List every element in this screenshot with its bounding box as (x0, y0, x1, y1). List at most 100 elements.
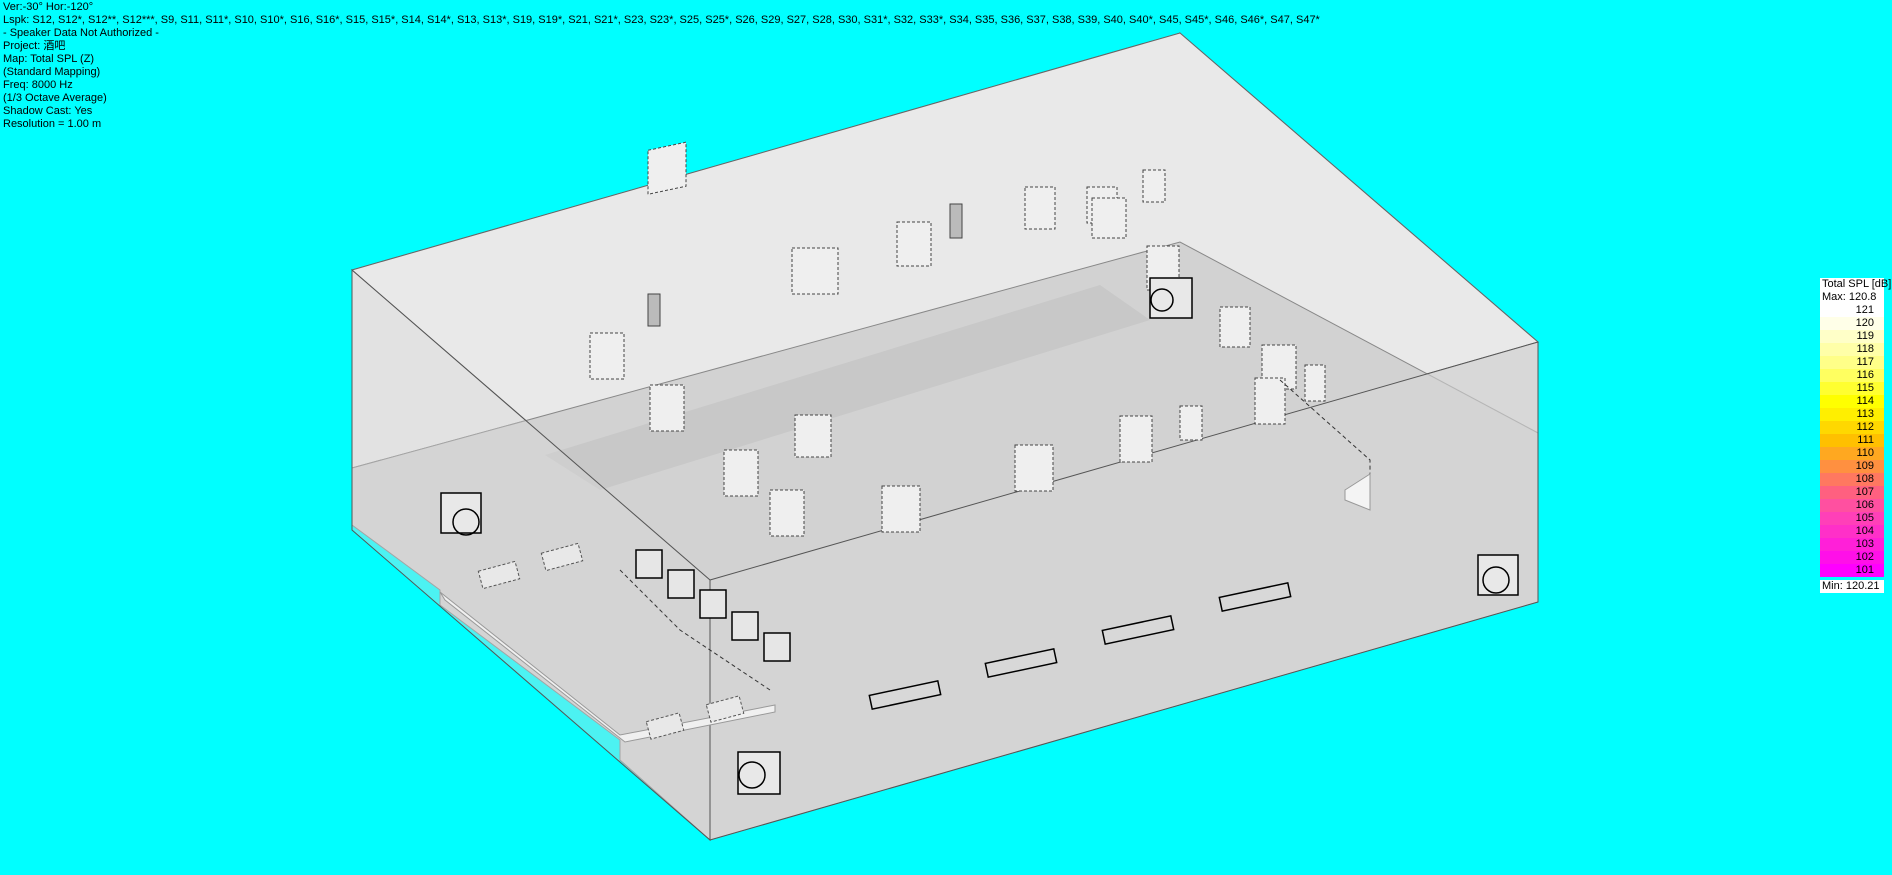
line-array-bar[interactable] (1101, 614, 1175, 646)
line-array-bar[interactable] (984, 647, 1058, 679)
legend-row: 107 (1820, 486, 1884, 499)
subwoofer-driver (452, 508, 480, 536)
speaker-box[interactable] (794, 414, 832, 458)
legend-value: 120 (1855, 317, 1874, 329)
speaker-box[interactable] (1024, 186, 1056, 230)
legend-value: 101 (1855, 564, 1874, 576)
floor-step (439, 591, 776, 743)
speaker-box[interactable] (1119, 415, 1153, 463)
legend-max: Max: 120.8 (1820, 291, 1884, 304)
monitor[interactable] (477, 560, 521, 590)
speaker-box[interactable] (791, 247, 839, 295)
legend-swatch (1820, 382, 1840, 395)
line-array-bar[interactable] (1218, 581, 1292, 613)
speaker-box[interactable] (1304, 364, 1326, 402)
info-panel: Ver:-30° Hor:-120° Lspk: S12, S12*, S12*… (3, 1, 1320, 131)
legend-swatch (1820, 421, 1840, 434)
bar-counter (1344, 473, 1371, 511)
legend-row: 112 (1820, 421, 1884, 434)
legend-value: 109 (1855, 460, 1874, 472)
legend-swatch (1820, 473, 1840, 486)
monitor[interactable] (705, 695, 745, 723)
legend-value: 110 (1856, 447, 1874, 459)
line-array-box[interactable] (699, 589, 727, 619)
shadow-cast: Shadow Cast: Yes (3, 105, 93, 117)
legend-swatch (1820, 551, 1840, 564)
legend-swatch (1820, 343, 1840, 356)
legend-value: 116 (1856, 369, 1874, 381)
speaker-box[interactable] (649, 384, 685, 432)
line-array-box[interactable] (731, 611, 759, 641)
legend-row: 114 (1820, 395, 1884, 408)
legend-row: 120 (1820, 317, 1884, 330)
monitor[interactable] (540, 542, 584, 572)
legend-value: 111 (1857, 434, 1874, 446)
speaker-column[interactable] (949, 203, 963, 239)
legend-swatch (1820, 499, 1840, 512)
line-array-box[interactable] (667, 569, 695, 599)
legend-value: 106 (1855, 499, 1874, 511)
line-array-bar[interactable] (868, 679, 942, 711)
speaker-box[interactable] (881, 485, 921, 533)
subwoofer[interactable] (1149, 277, 1193, 319)
legend-swatch (1820, 460, 1840, 473)
speaker-column[interactable] (647, 293, 661, 327)
legend-value: 107 (1855, 486, 1874, 498)
legend-swatch (1820, 395, 1840, 408)
line-array-box[interactable] (763, 632, 791, 662)
legend-value: 119 (1856, 330, 1874, 342)
legend-swatch (1820, 486, 1840, 499)
legend-swatch (1820, 447, 1840, 460)
speaker-box[interactable] (1219, 306, 1251, 348)
dashed-path (1279, 379, 1371, 510)
speaker-box[interactable] (723, 449, 759, 497)
legend-title: Total SPL [dB] (1820, 278, 1892, 291)
left-wall (351, 268, 711, 842)
legend-swatch (1820, 304, 1840, 317)
resolution: Resolution = 1.00 m (3, 118, 102, 130)
legend-swatch (1820, 356, 1840, 369)
legend-row: 118 (1820, 343, 1884, 356)
legend-min: Min: 120.21 (1820, 580, 1884, 593)
project-name: Project: 酒吧 (3, 40, 66, 52)
legend-row: 102 (1820, 551, 1884, 564)
legend-swatch (1820, 564, 1840, 577)
authorization-note: - Speaker Data Not Authorized - (3, 27, 159, 39)
legend-value: 112 (1856, 421, 1874, 433)
legend-value: 105 (1855, 512, 1874, 524)
legend-row: 106 (1820, 499, 1884, 512)
legend-row: 103 (1820, 538, 1884, 551)
legend-row: 119 (1820, 330, 1884, 343)
legend-value: 104 (1855, 525, 1874, 537)
average-mode: (1/3 Octave Average) (3, 92, 107, 104)
subwoofer[interactable] (737, 751, 781, 795)
legend-swatch (1820, 369, 1840, 382)
legend-value: 115 (1856, 382, 1874, 394)
speaker-box[interactable] (896, 221, 932, 267)
legend-row: 113 (1820, 408, 1884, 421)
speaker-box[interactable] (589, 332, 625, 380)
legend-value: 118 (1856, 343, 1874, 355)
legend-swatch (1820, 434, 1840, 447)
stage-area (545, 285, 1150, 490)
legend-row: 101 (1820, 564, 1884, 577)
speaker-box[interactable] (1254, 377, 1286, 425)
legend-value: 113 (1856, 408, 1874, 420)
speaker-box[interactable] (1014, 444, 1054, 492)
legend-value: 114 (1856, 395, 1874, 407)
speaker-box[interactable] (647, 141, 687, 195)
speaker-box[interactable] (769, 489, 805, 537)
legend-row: 108 (1820, 473, 1884, 486)
mapping-mode: (Standard Mapping) (3, 66, 101, 78)
speaker-box[interactable] (1091, 197, 1127, 239)
subwoofer-driver (1482, 566, 1510, 594)
line-array-box[interactable] (635, 549, 663, 579)
legend-swatch (1820, 330, 1840, 343)
legend-row: 117 (1820, 356, 1884, 369)
frequency: Freq: 8000 Hz (3, 79, 73, 91)
monitor[interactable] (645, 712, 685, 740)
speaker-box[interactable] (1142, 169, 1166, 203)
speaker-box[interactable] (1179, 405, 1203, 441)
